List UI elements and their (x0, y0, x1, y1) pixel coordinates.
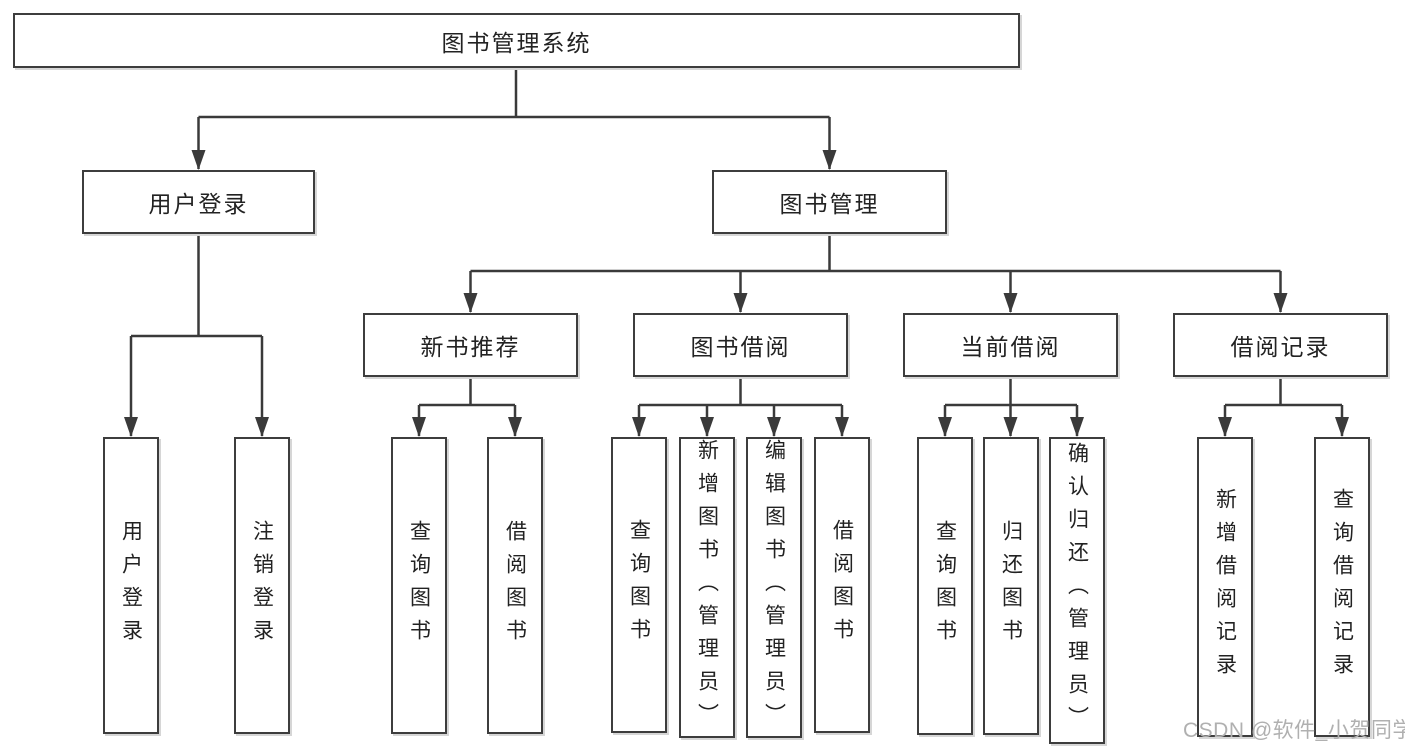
watermark-text: CSDN @软件_小贺同学 (1183, 719, 1405, 742)
leaf-add-borrowing-record: 新增借阅记录 (1197, 437, 1253, 737)
node-book-borrowing: 图书借阅 (633, 313, 848, 377)
node-user-login: 用户登录 (82, 170, 315, 234)
leaf-confirm-return-admin: 确认归还（管理员） (1049, 437, 1105, 744)
leaf-query-books-borrowing: 查询图书 (611, 437, 667, 733)
connector-book-borrowing-to-leaves (632, 377, 849, 437)
leaf-label: 归还图书 (999, 520, 1023, 652)
leaf-label: 借阅图书 (830, 519, 854, 651)
leaf-add-book-admin: 新增图书（管理员） (679, 437, 735, 738)
leaf-label: 新增图书（管理员） (695, 439, 719, 736)
leaf-label: 编辑图书（管理员） (762, 439, 786, 736)
connector-book-management-to-level3 (463, 234, 1288, 313)
leaf-borrow-books-borrowing: 借阅图书 (814, 437, 870, 733)
leaf-label: 新增借阅记录 (1213, 488, 1237, 686)
leaf-label: 用户登录 (119, 519, 143, 652)
leaf-label: 注销登录 (250, 519, 274, 652)
leaf-label: 确认归还（管理员） (1065, 442, 1089, 739)
connector-new-book-to-leaves (412, 377, 522, 437)
node-label: 图书管理 (779, 191, 880, 217)
leaf-query-books-recommend: 查询图书 (391, 437, 447, 734)
leaf-label: 查询图书 (933, 520, 957, 652)
connector-root-to-level2 (191, 68, 837, 170)
leaf-label: 查询图书 (627, 519, 651, 651)
leaf-query-books-current: 查询图书 (917, 437, 973, 735)
node-label: 当前借阅 (960, 334, 1061, 360)
node-label: 用户登录 (148, 191, 249, 217)
leaf-label: 查询借阅记录 (1330, 488, 1354, 686)
node-borrowing-records: 借阅记录 (1173, 313, 1388, 377)
leaf-edit-book-admin: 编辑图书（管理员） (746, 437, 802, 738)
node-label: 图书管理系统 (441, 29, 592, 56)
leaf-label: 查询图书 (407, 519, 431, 652)
leaf-label: 借阅图书 (503, 519, 527, 652)
leaf-user-login: 用户登录 (103, 437, 159, 734)
node-book-management: 图书管理 (712, 170, 947, 234)
connector-user-login-to-leaves (124, 234, 269, 437)
connector-current-borrowing-to-leaves (938, 377, 1084, 437)
leaf-return-books: 归还图书 (983, 437, 1039, 735)
leaf-logout: 注销登录 (234, 437, 290, 734)
node-label: 借阅记录 (1230, 334, 1331, 360)
leaf-borrow-books-recommend: 借阅图书 (487, 437, 543, 734)
leaf-query-borrowing-record: 查询借阅记录 (1314, 437, 1370, 737)
node-current-borrowing: 当前借阅 (903, 313, 1118, 377)
node-library-management-system: 图书管理系统 (13, 13, 1020, 68)
connector-borrowing-records-to-leaves (1218, 377, 1349, 437)
node-new-book-recommendation: 新书推荐 (363, 313, 578, 377)
node-label: 新书推荐 (420, 334, 521, 360)
node-label: 图书借阅 (690, 334, 791, 360)
